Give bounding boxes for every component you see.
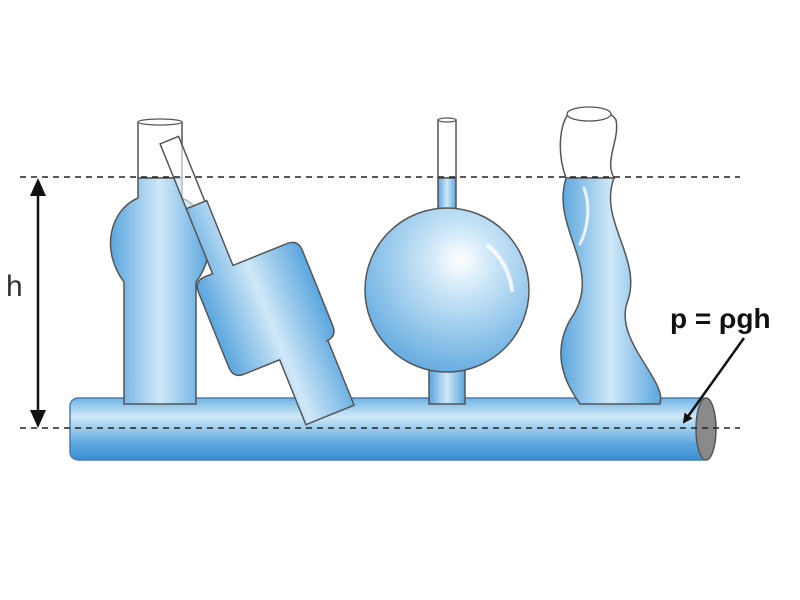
pressure-formula-label: p = ρgh <box>670 303 771 334</box>
arrow-head-up <box>30 178 46 196</box>
horizontal-pipe <box>69 397 717 461</box>
vessel-bulge-tube <box>109 118 211 405</box>
vessel-sphere-flask <box>364 117 530 405</box>
pipe-end-opening <box>695 397 717 461</box>
height-dimension-arrow <box>30 178 46 428</box>
vessel-tilted-tube <box>159 135 356 426</box>
arrow-head-down <box>30 410 46 428</box>
height-label: h <box>6 270 23 303</box>
formula-pointer-arrow <box>682 337 746 424</box>
vessel-wavy-tube <box>559 106 662 405</box>
